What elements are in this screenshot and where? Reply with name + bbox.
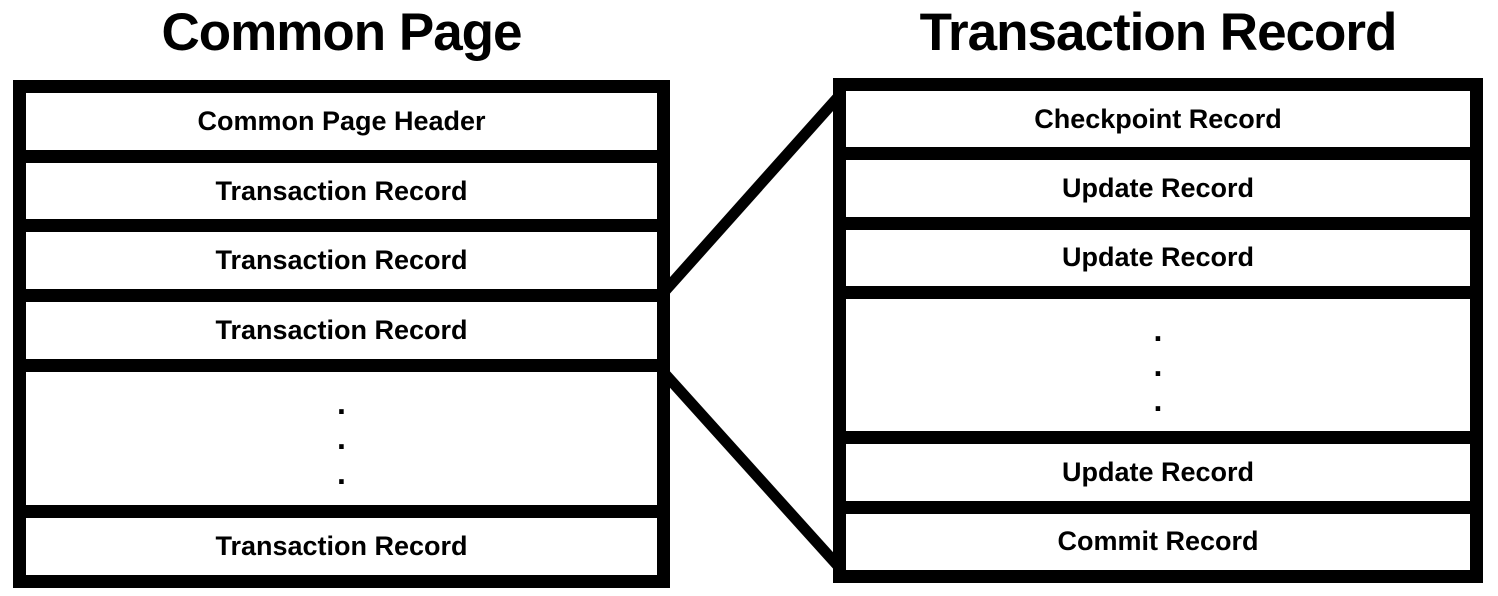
table-row: Update Record bbox=[846, 160, 1470, 217]
row-label: Transaction Record bbox=[215, 175, 468, 206]
transaction-record-title: Transaction Record bbox=[919, 3, 1398, 62]
ellipsis-dot: . bbox=[1153, 311, 1163, 348]
table-row: Common Page Header bbox=[26, 93, 657, 150]
row-label: Commit Record bbox=[1057, 526, 1259, 557]
transaction-record-box: Checkpoint Record Update Record Update R… bbox=[833, 78, 1483, 583]
table-row: Checkpoint Record bbox=[846, 91, 1470, 148]
row-label: Update Record bbox=[1061, 242, 1255, 273]
row-label: Transaction Record bbox=[215, 245, 468, 276]
row-label: Transaction Record bbox=[215, 315, 468, 346]
common-page-box: Common Page Header Transaction Record Tr… bbox=[13, 80, 670, 588]
row-label: Transaction Record bbox=[215, 531, 468, 562]
ellipsis-dot: . bbox=[337, 385, 346, 422]
ellipsis-dot: . bbox=[1153, 381, 1163, 418]
table-row: Update Record bbox=[846, 444, 1470, 501]
table-row: Transaction Record bbox=[26, 162, 657, 220]
connector-line-bottom bbox=[651, 360, 853, 581]
common-page-title: Common Page bbox=[161, 3, 522, 62]
table-row: Transaction Record bbox=[26, 232, 657, 290]
row-label: Common Page Header bbox=[197, 105, 486, 136]
table-row: Commit Record bbox=[846, 513, 1470, 571]
row-label: Checkpoint Record bbox=[1034, 103, 1282, 134]
ellipsis-dot: . bbox=[337, 420, 346, 457]
ellipsis-row: . . . bbox=[846, 298, 1470, 432]
connector-line-top bbox=[651, 82, 853, 305]
table-row: Update Record bbox=[846, 229, 1470, 286]
row-label: Update Record bbox=[1061, 457, 1255, 488]
ellipsis-dot: . bbox=[1153, 346, 1163, 383]
table-row: Transaction Record bbox=[26, 518, 657, 575]
ellipsis-row: . . . bbox=[26, 371, 657, 506]
table-row-expanded-source: Transaction Record bbox=[26, 302, 657, 359]
row-label: Update Record bbox=[1061, 172, 1255, 203]
ellipsis-dot: . bbox=[337, 455, 346, 492]
